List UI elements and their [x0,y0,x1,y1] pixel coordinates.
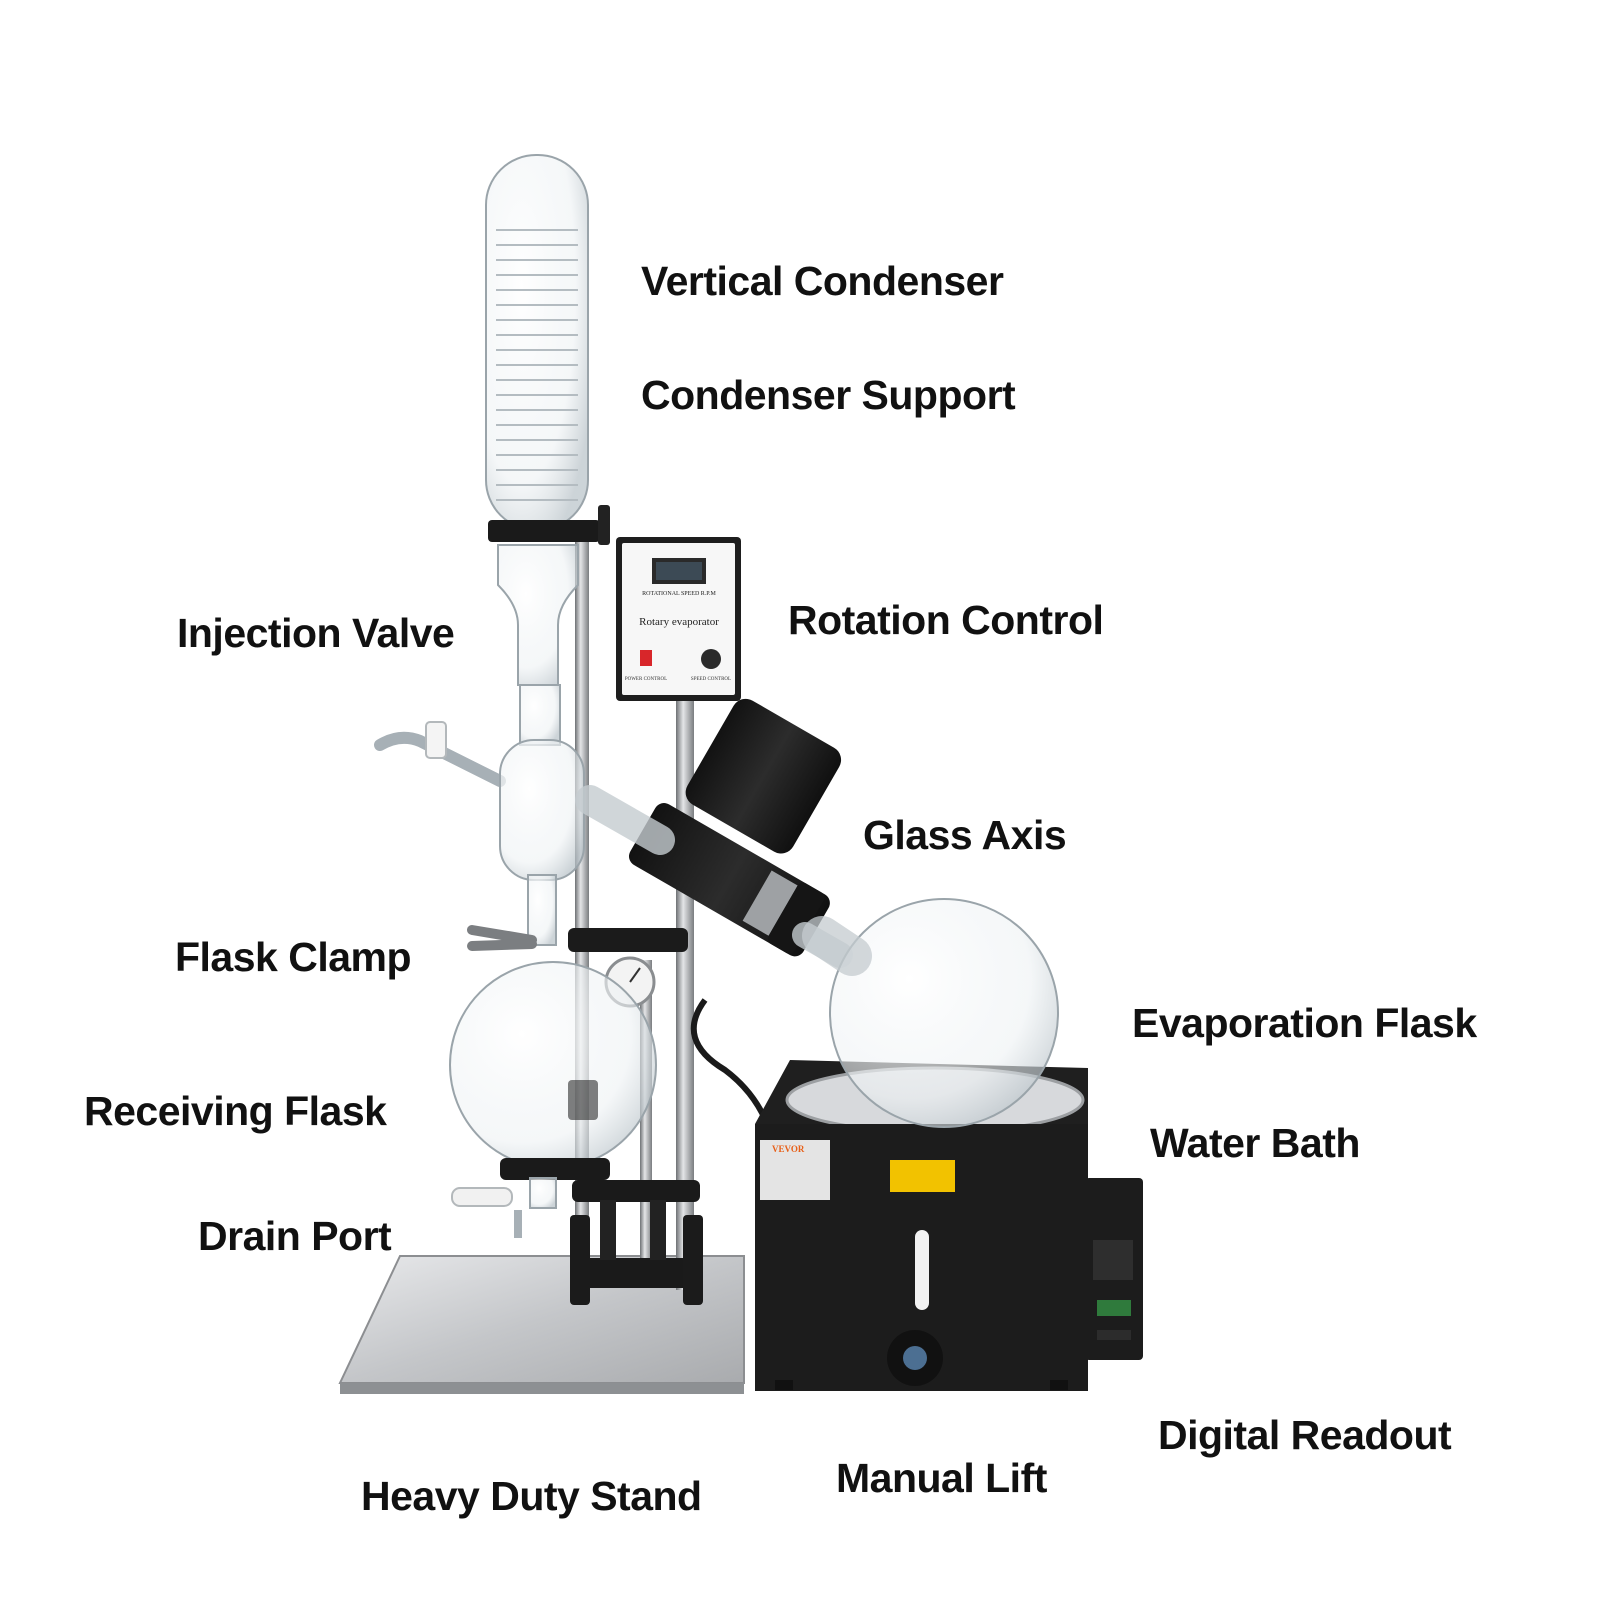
label-heavy-duty-stand: Heavy Duty Stand [361,1473,702,1519]
label-injection-valve: Injection Valve [177,610,455,656]
label-rotation-control: Rotation Control [788,597,1104,643]
motor-assembly [628,698,842,1151]
rotation-control-box: ROTATIONAL SPEED R.P.M Rotary evaporator… [616,537,741,701]
rotary-evaporator-text: Rotary evaporator [639,616,719,628]
label-receiving-flask: Receiving Flask [84,1088,387,1134]
receiving-flask [449,961,657,1180]
injection-valve [374,721,506,787]
digital-readout [1085,1178,1143,1360]
label-vertical-condenser: Vertical Condenser [641,258,1004,304]
speed-knob[interactable] [701,649,721,669]
label-condenser-support: Condenser Support [641,372,1016,418]
drain-port [451,1177,557,1238]
glass-collection-head [499,684,585,946]
label-manual-lift: Manual Lift [836,1455,1047,1501]
label-water-bath: Water Bath [1150,1120,1360,1166]
label-flask-clamp: Flask Clamp [175,934,412,980]
label-glass-axis: Glass Axis [863,812,1067,858]
power-switch[interactable] [640,650,652,666]
bath-brand-label: VEVOR [772,1144,805,1154]
warning-label [890,1160,955,1192]
rod-clamp-assembly [570,1180,703,1305]
label-evaporation-flask: Evaporation Flask [1132,1000,1477,1046]
vertical-condenser [485,154,610,686]
condenser-coil [496,229,578,501]
flask-clamp [467,925,688,952]
label-digital-readout: Digital Readout [1158,1412,1452,1458]
evaporation-flask [802,898,1059,1128]
power-control-text: POWER CONTROL [625,677,667,682]
speed-control-text: SPEED CONTROL [691,677,731,682]
label-drain-port: Drain Port [198,1213,392,1259]
rotational-speed-text: ROTATIONAL SPEED R.P.M [642,591,716,597]
